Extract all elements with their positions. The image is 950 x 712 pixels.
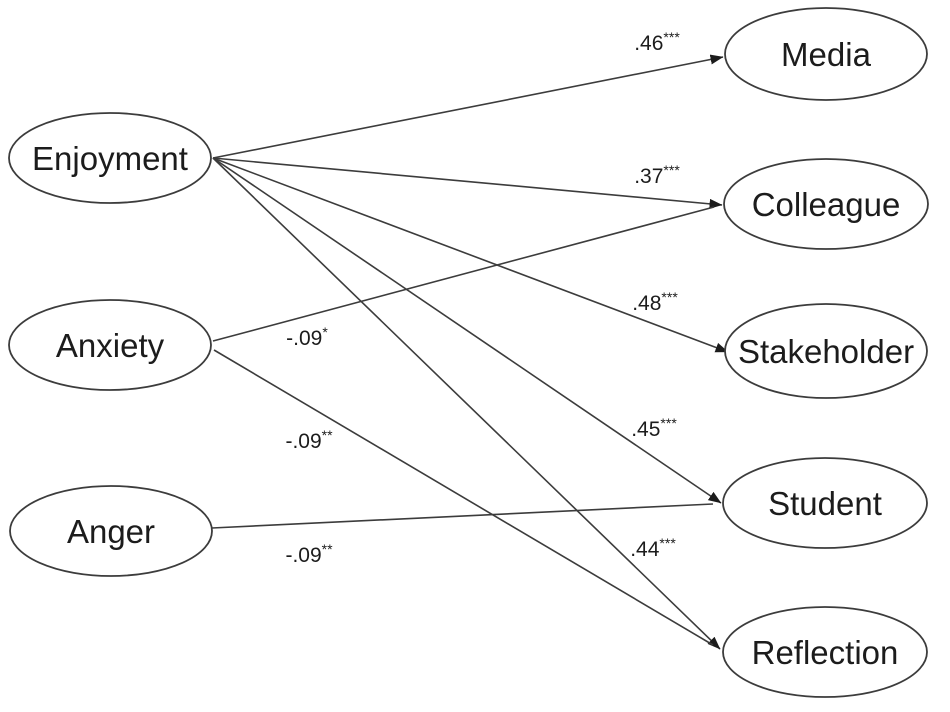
node-anxiety-shape	[8, 299, 212, 391]
node-colleague-label: Colleague	[752, 186, 901, 223]
node-reflection-label: Reflection	[752, 634, 899, 671]
node-media-shape	[724, 7, 928, 101]
edge-anxiety-reflection-line	[213, 349, 714, 646]
node-enjoyment: Enjoyment	[8, 112, 212, 204]
node-student-shape	[722, 457, 928, 549]
edge-enjoyment-student-label: .45***	[631, 415, 677, 441]
node-media-label: Media	[781, 36, 872, 73]
node-enjoyment-shape	[8, 112, 212, 204]
node-media: Media	[724, 7, 928, 101]
edge-enjoyment-media: .46***	[212, 29, 724, 159]
node-anxiety: Anxiety	[8, 299, 212, 391]
edge-enjoyment-reflection: .44***	[212, 157, 721, 650]
edge-anger-student: -.09**	[211, 503, 714, 567]
edge-anger-student-line	[211, 503, 714, 529]
edge-enjoyment-colleague-line	[212, 157, 723, 209]
node-anger: Anger	[9, 485, 213, 577]
node-anger-label: Anger	[67, 513, 155, 550]
node-enjoyment-label: Enjoyment	[32, 140, 188, 177]
edge-enjoyment-stakeholder-line	[212, 157, 729, 353]
edge-enjoyment-stakeholder-label: .48***	[632, 289, 678, 315]
node-student: Student	[722, 457, 928, 549]
edge-enjoyment-media-label: .46***	[634, 29, 680, 55]
edge-anger-student-label: -.09**	[285, 541, 333, 567]
node-reflection: Reflection	[722, 606, 928, 698]
edge-enjoyment-media-line	[212, 54, 724, 159]
node-anger-shape	[9, 485, 213, 577]
edge-enjoyment-reflection-line	[212, 157, 721, 650]
edge-anxiety-reflection: -.09**	[213, 349, 714, 646]
edge-anxiety-reflection-label: -.09**	[285, 427, 333, 453]
edge-anxiety-colleague-label: -.09*	[286, 324, 328, 350]
edge-enjoyment-student-line	[212, 157, 722, 504]
edge-anxiety-colleague-line	[212, 206, 715, 342]
node-anxiety-label: Anxiety	[56, 327, 165, 364]
node-stakeholder-label: Stakeholder	[738, 333, 914, 370]
node-student-label: Student	[768, 485, 882, 522]
edge-enjoyment-student: .45***	[212, 157, 722, 504]
node-stakeholder: Stakeholder	[724, 303, 928, 399]
edge-enjoyment-reflection-label: .44***	[630, 535, 676, 561]
edge-enjoyment-colleague-label: .37***	[634, 162, 680, 188]
edge-enjoyment-colleague: .37***	[212, 157, 723, 209]
node-reflection-shape	[722, 606, 928, 698]
edge-anxiety-colleague: -.09*	[212, 206, 715, 350]
edge-enjoyment-stakeholder: .48***	[212, 157, 729, 353]
node-colleague-shape	[723, 158, 929, 250]
node-colleague: Colleague	[723, 158, 929, 250]
node-stakeholder-shape	[724, 303, 928, 399]
